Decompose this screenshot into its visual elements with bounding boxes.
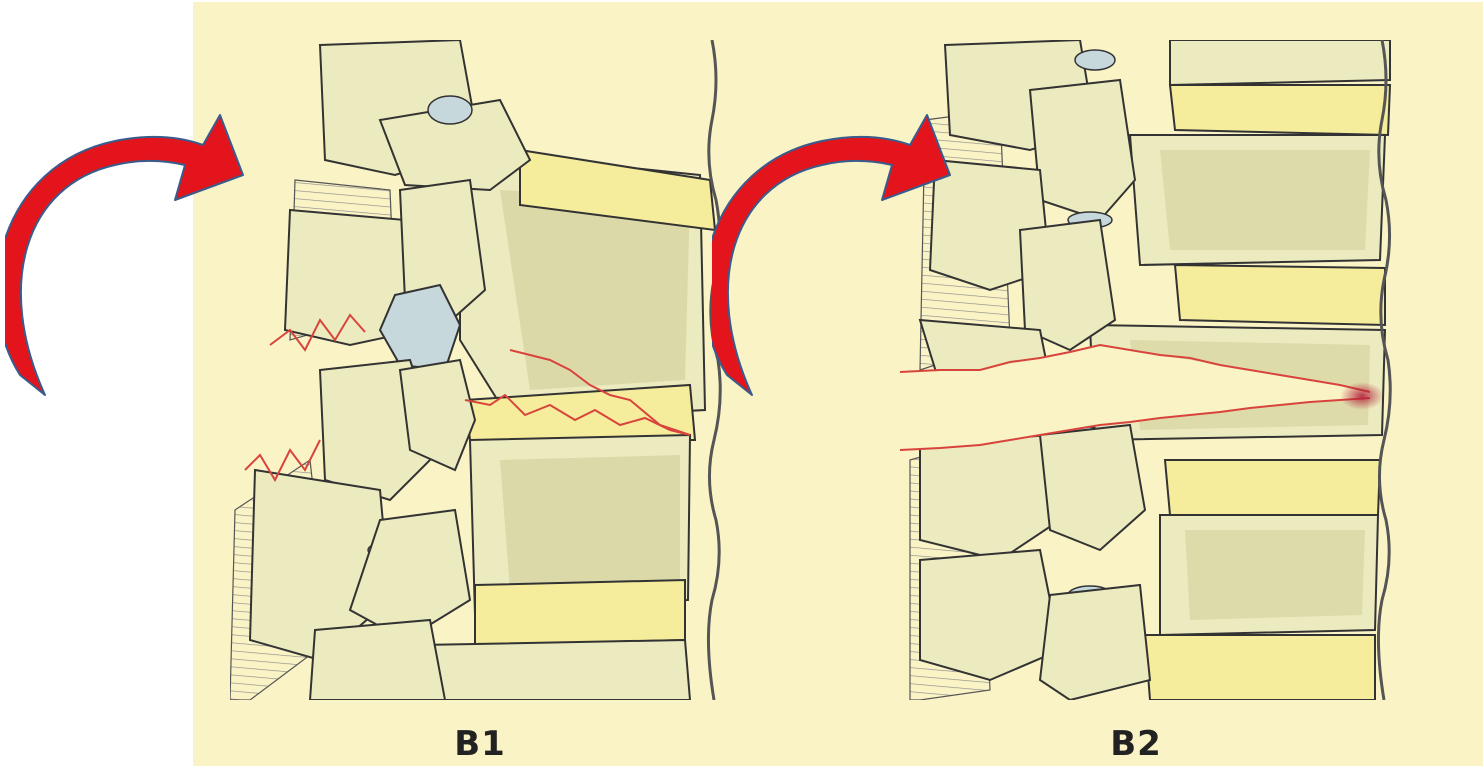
- spine-illustration-b2: [900, 40, 1400, 700]
- panel-caption-b2: B2: [1076, 724, 1196, 764]
- panel-caption-b1: B1: [420, 724, 540, 764]
- curved-arrow-icon: [5, 105, 250, 400]
- spine-illustration-b1: [230, 40, 730, 700]
- curved-arrow-icon: [712, 105, 957, 400]
